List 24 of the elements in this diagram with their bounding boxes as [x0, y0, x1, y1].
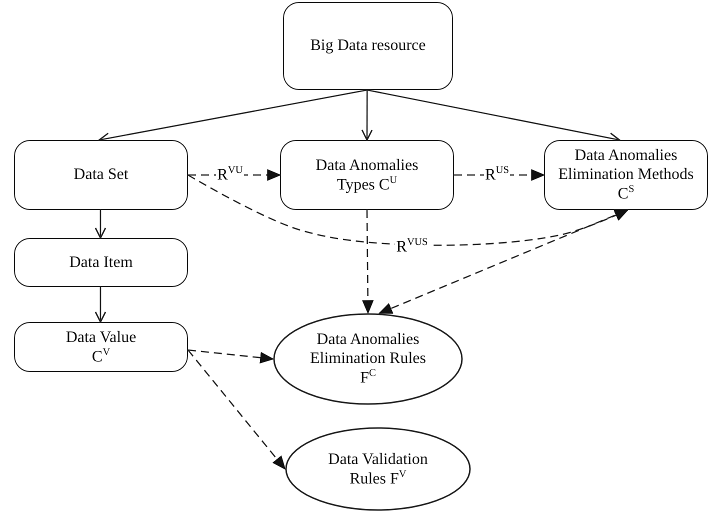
- dashed-arrow: [362, 210, 374, 314]
- node-label: Data Item: [68, 252, 134, 272]
- node-label: Data Validation Rules F$^{V}$: [327, 450, 429, 488]
- process-box: [544, 140, 708, 210]
- node-label: Data Anomalies Elimination Rules F$^{C}$: [309, 330, 427, 388]
- dashed-arrow: [188, 174, 629, 246]
- process-box: [14, 140, 188, 210]
- arrow: [94, 287, 106, 323]
- process-box: [14, 238, 188, 287]
- node-label: Data Anomalies Types C$^{U}$: [314, 156, 420, 194]
- node-label: Data Value C$^{V}$: [64, 328, 138, 366]
- process-box: [280, 140, 454, 210]
- rule-ellipse: [273, 313, 463, 405]
- dashed-arrow: [188, 349, 274, 364]
- process-box: [283, 2, 453, 90]
- process-box: [14, 322, 188, 372]
- arrow: [361, 90, 373, 141]
- dashed-arrow: [188, 350, 286, 470]
- rule-ellipse: [285, 427, 471, 511]
- node-label: Data Set: [72, 165, 130, 185]
- dashed-arrow: [378, 209, 629, 314]
- arrow: [94, 210, 106, 239]
- node-label: Data Anomalies Elimination Methods C$^{S}$: [557, 146, 695, 204]
- node-label: Big Data resource: [309, 36, 427, 56]
